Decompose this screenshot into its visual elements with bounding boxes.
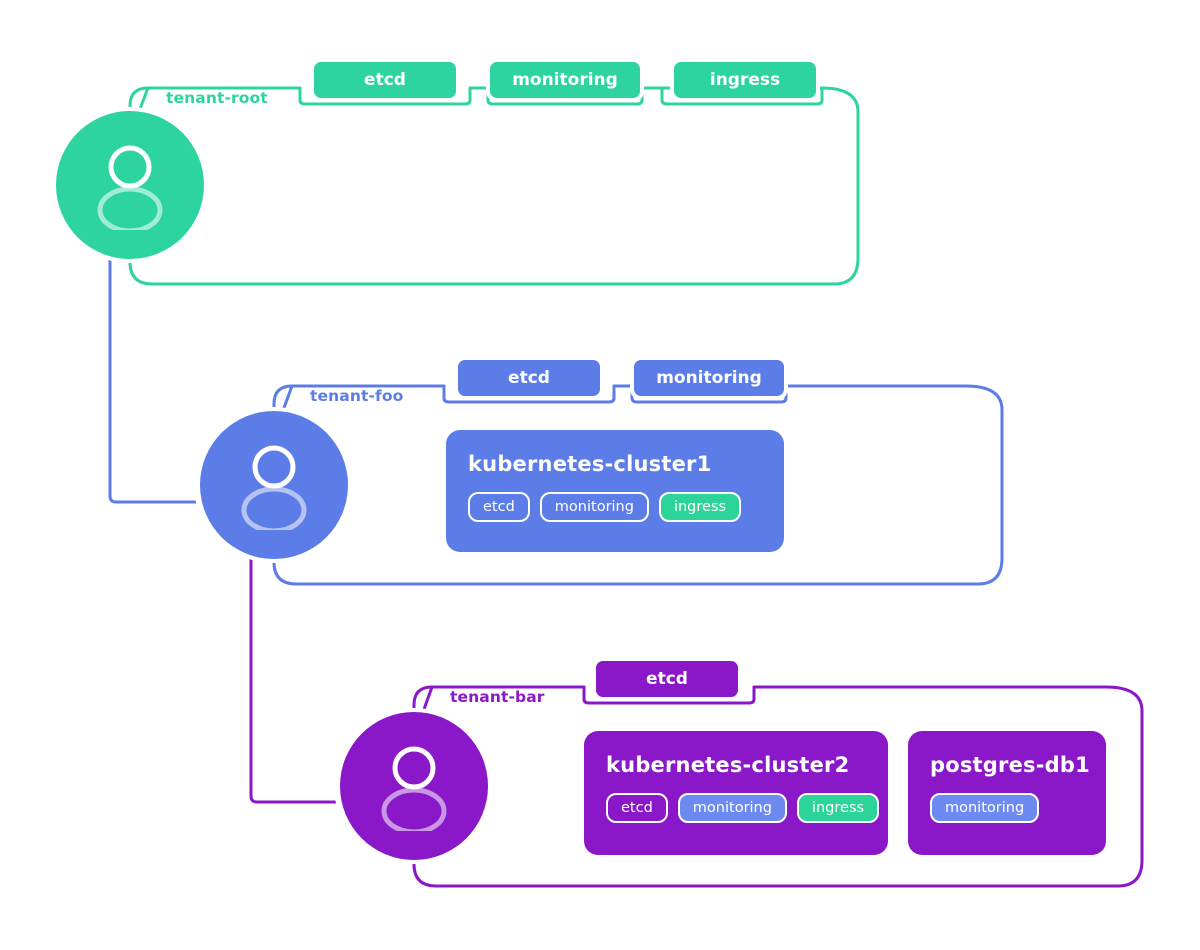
resource-card-postgres-db1[interactable]: postgres-db1 monitoring bbox=[908, 731, 1106, 855]
user-avatar-icon bbox=[200, 411, 348, 559]
chip-ingress[interactable]: ingress bbox=[796, 793, 880, 823]
resource-card-kubernetes-cluster2[interactable]: kubernetes-cluster2 etcd monitoring ingr… bbox=[584, 731, 888, 855]
tenant-foo-tab-etcd[interactable]: etcd bbox=[454, 356, 604, 400]
tenant-root-tab-monitoring[interactable]: monitoring bbox=[486, 58, 644, 102]
user-avatar-icon bbox=[340, 712, 488, 860]
tenant-label-tenant-bar: tenant-bar bbox=[450, 688, 545, 706]
avatar-tenant-foo[interactable] bbox=[194, 407, 354, 563]
tenant-root-tab-ingress[interactable]: ingress bbox=[670, 58, 820, 102]
chip-row: etcd monitoring ingress bbox=[468, 492, 762, 522]
avatar-tenant-bar[interactable] bbox=[334, 708, 494, 864]
chip-row: monitoring bbox=[930, 793, 1084, 823]
chip-monitoring[interactable]: monitoring bbox=[677, 793, 787, 823]
tenant-bar-tab-etcd[interactable]: etcd bbox=[592, 657, 742, 701]
chip-monitoring[interactable]: monitoring bbox=[930, 793, 1040, 823]
chip-row: etcd monitoring ingress bbox=[606, 793, 880, 823]
chip-ingress[interactable]: ingress bbox=[658, 492, 742, 522]
tenant-label-tenant-root: tenant-root bbox=[166, 89, 268, 107]
card-title: kubernetes-cluster1 bbox=[468, 452, 712, 476]
chip-etcd[interactable]: etcd bbox=[468, 492, 530, 522]
card-title: postgres-db1 bbox=[930, 753, 1090, 777]
tenant-root-tab-etcd[interactable]: etcd bbox=[310, 58, 460, 102]
tenant-foo-tab-monitoring[interactable]: monitoring bbox=[630, 356, 788, 400]
card-title: kubernetes-cluster2 bbox=[606, 753, 850, 777]
user-avatar-icon bbox=[56, 111, 204, 259]
resource-card-kubernetes-cluster1[interactable]: kubernetes-cluster1 etcd monitoring ingr… bbox=[446, 430, 784, 552]
avatar-tenant-root[interactable] bbox=[50, 107, 210, 263]
chip-etcd[interactable]: etcd bbox=[606, 793, 668, 823]
chip-monitoring[interactable]: monitoring bbox=[539, 492, 649, 522]
tenant-label-tenant-foo: tenant-foo bbox=[310, 387, 404, 405]
